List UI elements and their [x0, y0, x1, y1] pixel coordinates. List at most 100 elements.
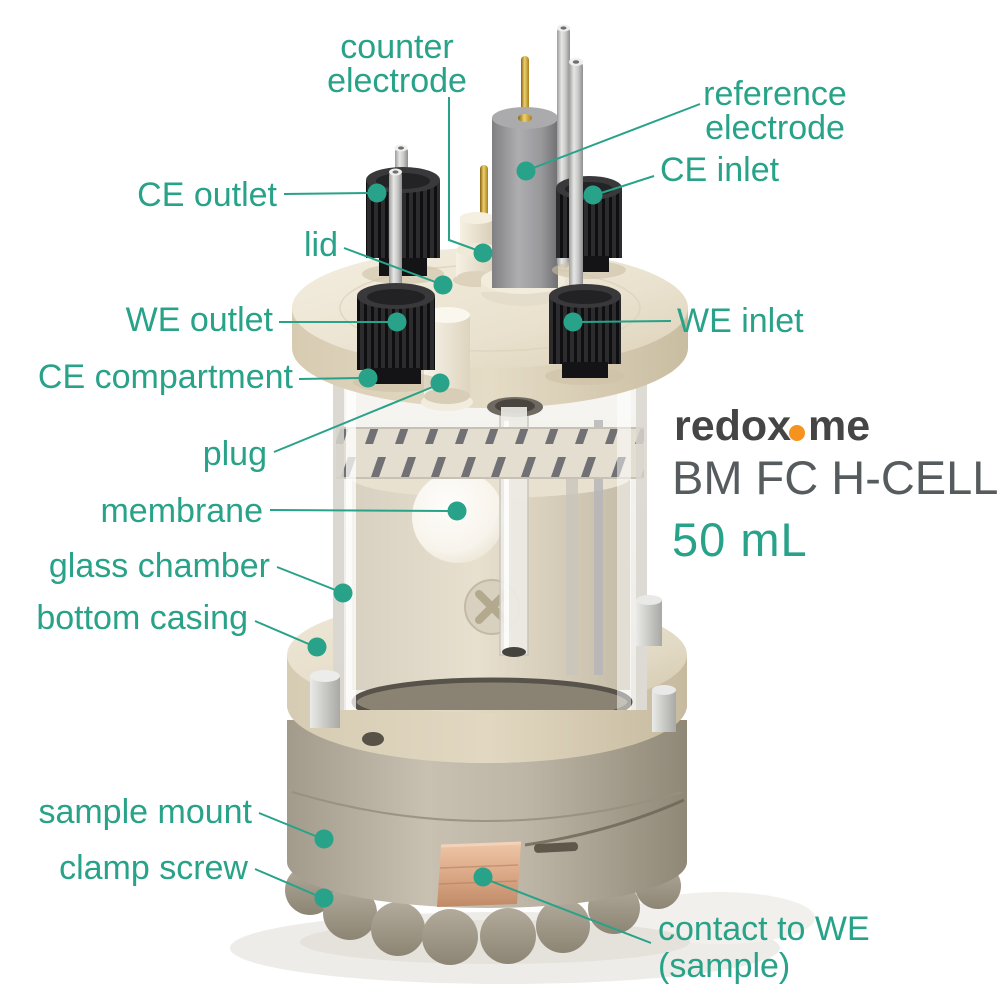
leader-ce-outlet: [283, 192, 370, 195]
plug-top: [424, 307, 470, 323]
leader-clamp-screw: [254, 868, 319, 897]
clamp-screw-lobe: [323, 886, 377, 940]
leader-contact-to-we: [487, 879, 652, 944]
leader-reference-electrode: [527, 103, 701, 171]
we-outlet-tube: [389, 168, 402, 320]
counter-fitting-upper-top: [460, 212, 494, 224]
sample-mount-body: [287, 720, 687, 908]
knob-collar: [562, 362, 608, 378]
tube: [569, 60, 583, 310]
label-glass-chamber: glass chamber: [49, 547, 270, 585]
label-reference-electrode-line1: reference: [703, 75, 847, 113]
label-contact-to-we-line1: contact to WE: [658, 910, 870, 948]
callout-leader-lines: [254, 97, 701, 944]
tube-hole: [392, 170, 399, 174]
glass-highlight-right: [617, 366, 631, 710]
clamp-pin-top: [636, 595, 662, 605]
plug-base: [424, 388, 470, 404]
dot-we-outlet: [387, 312, 407, 332]
glass-tube-highlight: [504, 410, 509, 652]
label-ce-compartment: CE compartment: [38, 358, 294, 396]
dot-bottom-casing: [307, 637, 327, 657]
dot-membrane: [447, 501, 467, 521]
leader-sample-mount: [258, 812, 319, 838]
clamp-pin-top: [652, 685, 676, 695]
sample-mount-notch: [534, 842, 579, 853]
dot-glass-chamber: [333, 583, 353, 603]
tube-hole: [398, 146, 404, 150]
clamp-pin: [652, 690, 676, 732]
knob-top-inner: [558, 290, 612, 304]
label-membrane: membrane: [100, 492, 263, 530]
label-ce-outlet: CE outlet: [137, 176, 277, 214]
dot-contact-to-we: [473, 867, 493, 887]
clamp-screw-lobe: [422, 909, 478, 965]
knob-top-inner: [376, 173, 430, 189]
glass-left-edge: [333, 366, 344, 710]
leader-glass-chamber: [276, 566, 339, 592]
label-reference-electrode-line2: electrode: [705, 109, 845, 147]
leader-ce-inlet: [597, 175, 655, 195]
we-outlet-fitting: [353, 283, 439, 392]
leader-membrane: [269, 509, 450, 512]
ref-gold-pin: [521, 56, 529, 120]
leader-ce-compartment: [298, 377, 361, 380]
knob-top-inner: [367, 289, 425, 305]
label-we-outlet: WE outlet: [126, 301, 274, 339]
inner-rod: [566, 430, 578, 675]
sample-mount-seam: [291, 791, 683, 822]
clamp-pin: [310, 676, 340, 728]
glass-tube-stub: [501, 407, 527, 421]
label-bottom-casing: bottom casing: [36, 599, 248, 637]
brand-logo-redox: redox: [674, 402, 791, 450]
tube-hole: [572, 60, 580, 64]
clamp-screw-lobe: [371, 902, 425, 956]
clamp-ring: [336, 428, 644, 478]
leader-we-inlet: [580, 320, 672, 323]
we-rod: [594, 420, 603, 675]
dot-counter-electrode: [473, 243, 493, 263]
leader-lid: [343, 247, 439, 284]
sample-mount-slot-line: [524, 798, 685, 847]
brand-logo-me: me: [808, 402, 870, 450]
label-lid: lid: [304, 226, 338, 264]
label-counter-electrode-line2: electrode: [327, 62, 467, 100]
knob-collar: [371, 368, 421, 384]
brand-logo-dot: [789, 425, 805, 441]
callout-dots: [307, 161, 603, 908]
clamp-ring-edges: [336, 427, 644, 479]
we-inlet-tube-front: [569, 58, 583, 310]
dot-ce-compartment: [358, 368, 378, 388]
copper-contact-highlight: [440, 841, 522, 848]
label-sample-mount: sample mount: [38, 793, 252, 831]
dot-we-inlet: [563, 312, 583, 332]
product-name: BM FC H-CELL: [672, 451, 998, 504]
leader-plug: [273, 385, 436, 453]
dot-clamp-screw: [314, 888, 334, 908]
leader-bottom-casing: [254, 620, 312, 646]
dot-plug: [430, 373, 450, 393]
tube: [389, 170, 402, 320]
glass-right-edge: [636, 366, 647, 710]
callout-labels: counter electrode reference electrode CE…: [36, 28, 869, 985]
casing-hole: [362, 732, 384, 746]
ground-shadow-right: [625, 892, 815, 944]
tube-hole: [560, 26, 567, 30]
glass-chamber-part: [333, 366, 647, 710]
ref-body: [492, 118, 558, 288]
sample-mount-part: [287, 720, 687, 908]
label-clamp-screw: clamp screw: [59, 849, 248, 887]
counter-pin: [480, 165, 488, 225]
we-inlet-fitting: [545, 284, 625, 385]
ref-pin-bead: [518, 114, 532, 122]
label-we-inlet: WE inlet: [677, 302, 804, 340]
leader-counter-electrode: [448, 97, 483, 253]
clamp-pin-top: [310, 670, 340, 682]
clamp-screw-lobe: [536, 899, 590, 953]
clamp-screw-lobe: [480, 908, 536, 964]
product-volume: 50 mL: [672, 513, 808, 566]
label-contact-to-we-line2: (sample): [658, 947, 790, 985]
dot-sample-mount: [314, 829, 334, 849]
